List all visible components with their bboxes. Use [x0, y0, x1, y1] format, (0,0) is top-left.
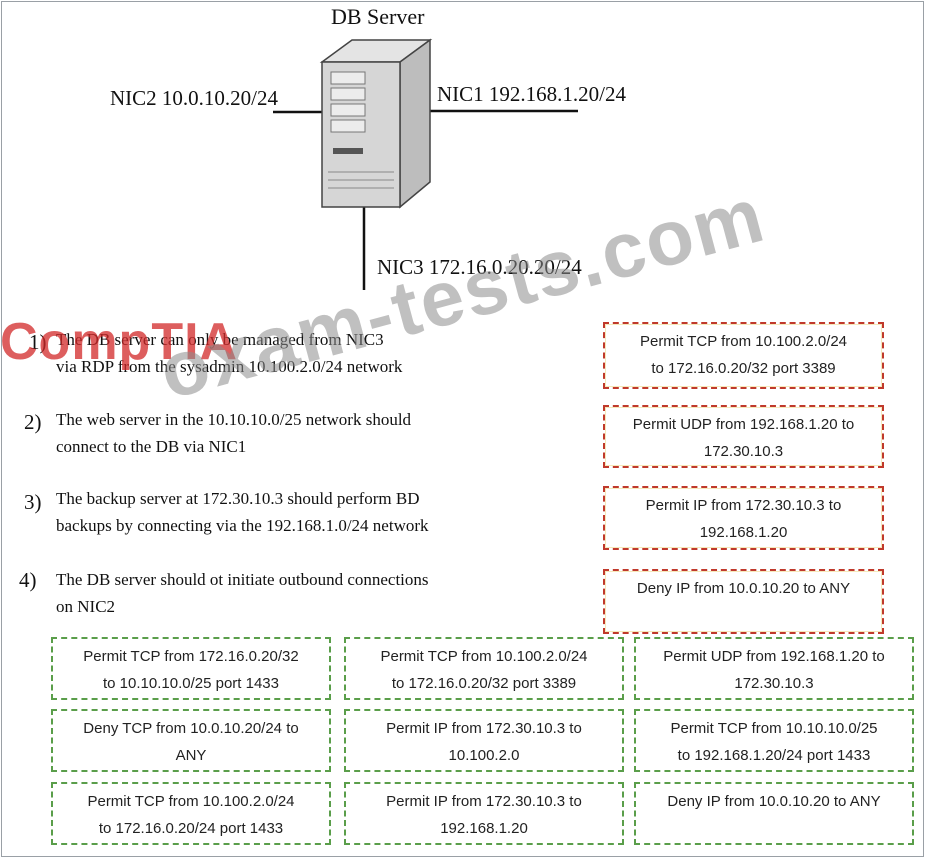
option-box[interactable]: Deny IP from 10.0.10.20 to ANY — [634, 782, 914, 845]
diagram-title: DB Server — [331, 4, 425, 29]
requirement-text: The backup server at 172.30.10.3 should … — [56, 489, 429, 535]
answer-slot-2[interactable]: Permit UDP from 192.168.1.20 to 172.30.1… — [603, 405, 884, 468]
requirement-text: The DB server should ot initiate outboun… — [56, 570, 429, 616]
answer-slot-1[interactable]: Permit TCP from 10.100.2.0/24 to 172.16.… — [603, 322, 884, 389]
answer-slot-4[interactable]: Deny IP from 10.0.10.20 to ANY — [603, 569, 884, 634]
nic1-label: NIC1 192.168.1.20/24 — [437, 82, 626, 106]
server-tower-icon — [319, 38, 433, 209]
requirement-text: The DB server can only be managed from N… — [56, 330, 403, 376]
nic3-label: NIC3 172.16.0.20.20/24 — [377, 255, 582, 279]
option-box[interactable]: Permit TCP from 10.10.10.0/25 to 192.168… — [634, 709, 914, 772]
option-box[interactable]: Permit IP from 172.30.10.3 to 10.100.2.0 — [344, 709, 624, 772]
option-box[interactable]: Deny TCP from 10.0.10.20/24 to ANY — [51, 709, 331, 772]
nic2-label: NIC2 10.0.10.20/24 — [110, 86, 278, 110]
answer-slot-3[interactable]: Permit IP from 172.30.10.3 to 192.168.1.… — [603, 486, 884, 550]
requirement-number: 3) — [24, 490, 42, 514]
server-diagram — [273, 38, 578, 290]
option-box[interactable]: Permit UDP from 192.168.1.20 to 172.30.1… — [634, 637, 914, 700]
option-box[interactable]: Permit TCP from 10.100.2.0/24 to 172.16.… — [344, 637, 624, 700]
option-box[interactable]: Permit TCP from 10.100.2.0/24 to 172.16.… — [51, 782, 331, 845]
option-box[interactable]: Permit IP from 172.30.10.3 to 192.168.1.… — [344, 782, 624, 845]
requirement-text: The web server in the 10.10.10.0/25 netw… — [56, 410, 412, 456]
option-box[interactable]: Permit TCP from 172.16.0.20/32 to 10.10.… — [51, 637, 331, 700]
requirement-number: 2) — [24, 410, 42, 434]
requirement-number: 4) — [19, 568, 37, 592]
requirement-number: 1) — [29, 330, 47, 354]
